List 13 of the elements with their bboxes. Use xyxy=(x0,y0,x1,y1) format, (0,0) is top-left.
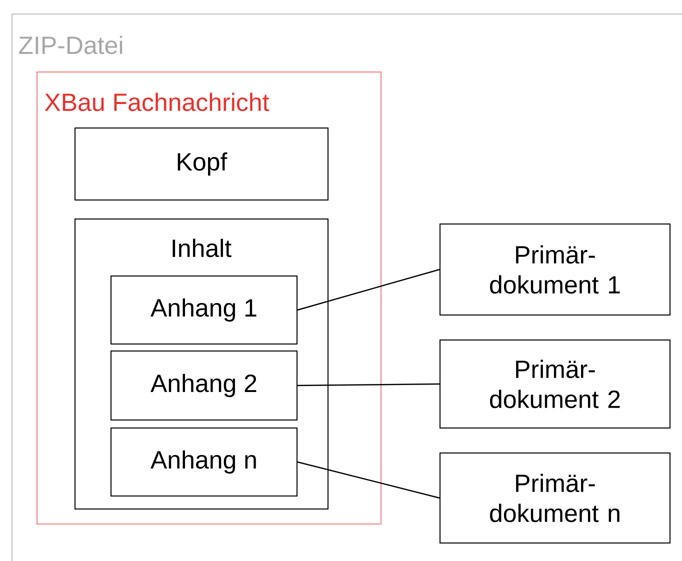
connector-line xyxy=(297,268,440,311)
document-box: Primär- dokument 2 xyxy=(440,339,670,428)
connector-line xyxy=(298,383,440,386)
zip-heading: ZIP-Datei xyxy=(19,36,122,54)
attachment-box: Anhang n xyxy=(110,427,298,496)
message-heading: XBau Fachnachricht xyxy=(44,92,270,112)
header-box: Kopf xyxy=(74,127,328,200)
attachment-box: Anhang 1 xyxy=(110,275,298,344)
section-heading: Inhalt xyxy=(172,238,232,258)
attachment-box: Anhang 2 xyxy=(110,350,298,420)
document-box: Primär- dokument 1 xyxy=(440,224,670,316)
connector-line xyxy=(297,461,440,499)
document-box: Primär- dokument n xyxy=(440,452,670,544)
